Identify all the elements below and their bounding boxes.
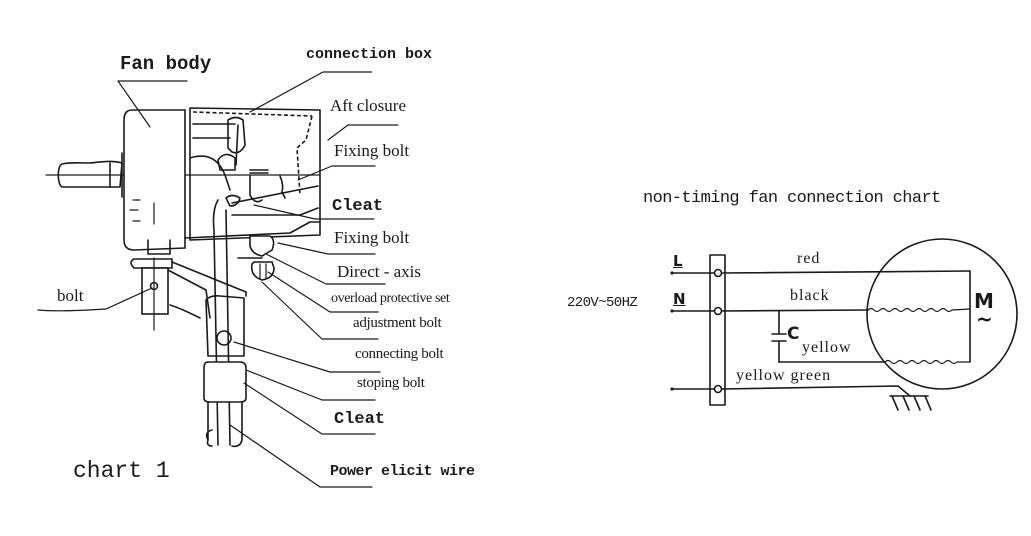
wire-label-black: black bbox=[790, 287, 830, 304]
leader-fixing-bolt-upper bbox=[297, 165, 376, 181]
cleat-plate bbox=[231, 207, 319, 216]
wire-yellow-green bbox=[721, 385, 911, 397]
lead-dot bbox=[670, 271, 674, 275]
lead-dot bbox=[670, 387, 674, 391]
label-direct-axis: Direct - axis bbox=[337, 262, 422, 281]
terminal-screw-n bbox=[713, 306, 723, 316]
label-adjustment-bolt: adjustment bolt bbox=[353, 315, 442, 331]
label-connection-box: connection box bbox=[306, 46, 433, 63]
motor-circle bbox=[866, 238, 1018, 390]
leader-lines bbox=[37, 71, 399, 488]
stem-neck bbox=[147, 239, 171, 255]
terminal-strip bbox=[709, 254, 726, 406]
leader-overload bbox=[267, 271, 379, 313]
main-winding bbox=[867, 307, 971, 313]
motor-symbol-m: M bbox=[974, 289, 994, 313]
leader-stoping-bolt bbox=[245, 369, 376, 401]
stem-clamp bbox=[130, 258, 173, 269]
leader-adjustment-bolt bbox=[261, 281, 379, 340]
label-power-elicit-wire: Power elicit wire bbox=[330, 463, 475, 480]
inner-curve bbox=[279, 175, 286, 199]
leader-connection-box bbox=[249, 71, 372, 113]
terminal-label-l: L bbox=[673, 252, 683, 270]
label-fan-body: Fan body bbox=[120, 53, 212, 75]
cleat-knob bbox=[225, 194, 241, 207]
stopping-sleeve bbox=[203, 361, 247, 403]
label-stoping-bolt: stoping bolt bbox=[357, 375, 425, 391]
direct-axis-knob bbox=[249, 235, 275, 257]
label-connecting-bolt: connecting bolt bbox=[355, 346, 444, 362]
capacitor-label: C bbox=[787, 324, 800, 344]
inner-curve bbox=[189, 155, 231, 191]
power-wire-right bbox=[225, 209, 231, 446]
label-bolt: bolt bbox=[57, 286, 84, 305]
leader-cleat-upper bbox=[253, 204, 375, 220]
connection-box-frame bbox=[189, 107, 321, 241]
wire-label-red: red bbox=[797, 250, 821, 267]
wiring-diagram bbox=[670, 238, 1018, 411]
motor-ac-icon: ~ bbox=[976, 307, 993, 331]
figure-caption: chart 1 bbox=[73, 458, 170, 484]
terminal-base bbox=[217, 153, 236, 171]
connecting-bolt-head bbox=[216, 330, 232, 346]
lower-pole-right bbox=[231, 401, 243, 448]
terminal-pin bbox=[235, 124, 239, 166]
label-fixing-bolt-upper: Fixing bolt bbox=[334, 141, 410, 160]
terminal-screw-l bbox=[713, 268, 723, 278]
pole-cut bbox=[205, 429, 213, 441]
leader-cleat-lower bbox=[243, 382, 376, 435]
bracket-arm bbox=[169, 304, 201, 319]
wire-label-yellow: yellow bbox=[802, 339, 852, 356]
leader-power-wire bbox=[229, 424, 373, 488]
leader-aft-closure bbox=[327, 124, 399, 141]
box-bottom-plate bbox=[184, 221, 321, 239]
aux-winding bbox=[884, 359, 971, 365]
wire-black bbox=[721, 309, 869, 312]
cleat-plate bbox=[231, 185, 319, 204]
leader-direct-axis bbox=[265, 253, 386, 285]
power-wire-left bbox=[212, 199, 219, 446]
connector-block bbox=[205, 295, 245, 357]
shaft-handle bbox=[57, 160, 123, 188]
bracket-arm bbox=[167, 269, 211, 319]
terminal-clip bbox=[227, 116, 246, 154]
bracket-arm bbox=[171, 261, 247, 297]
leader-bolt bbox=[37, 287, 153, 312]
leader-connecting-bolt bbox=[233, 341, 381, 373]
label-aft-closure: Aft closure bbox=[330, 96, 407, 115]
leader-fan-body bbox=[117, 80, 188, 128]
adjustment-knob bbox=[250, 261, 275, 281]
terminal-label-n: N bbox=[673, 290, 686, 308]
fan-body-housing bbox=[123, 109, 186, 251]
inner-curve bbox=[249, 175, 263, 203]
label-overload-protective-set: overload protective set bbox=[331, 291, 450, 306]
ground-symbol-icon bbox=[889, 395, 932, 411]
aft-closure-hatched-wall bbox=[296, 115, 313, 196]
leader-fixing-bolt-lower bbox=[277, 242, 376, 255]
wire-red bbox=[721, 270, 971, 274]
label-cleat-upper: Cleat bbox=[332, 197, 384, 216]
lead-dot bbox=[670, 309, 674, 313]
label-fixing-bolt-lower: Fixing bolt bbox=[334, 228, 410, 247]
wiring-chart-title: non-timing fan connection chart bbox=[643, 189, 941, 208]
wire-label-yellow-green: yellow green bbox=[736, 367, 832, 384]
supply-voltage-label: 220V~50HZ bbox=[567, 295, 638, 311]
terminal-screw-earth bbox=[713, 384, 723, 394]
connection-box-hatched-top bbox=[192, 111, 313, 117]
label-cleat-lower: Cleat bbox=[334, 410, 386, 429]
fan-assembly-drawing bbox=[45, 107, 321, 448]
